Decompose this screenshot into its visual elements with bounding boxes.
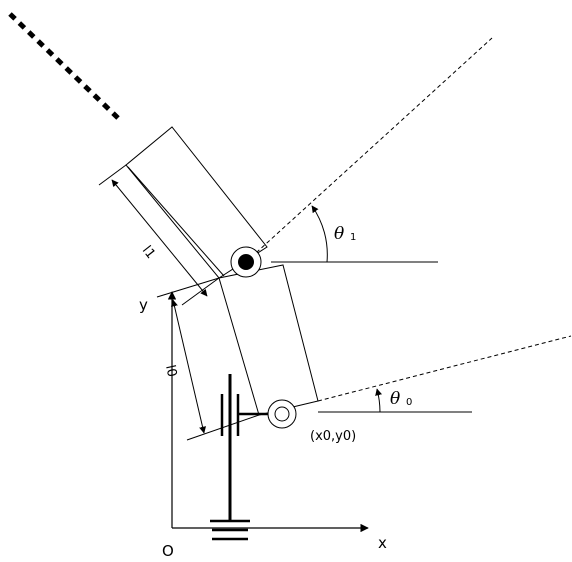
l1-label: l1 [139, 243, 158, 262]
l0-dimension [156, 277, 260, 441]
theta1-subscript: 1 [350, 232, 356, 243]
joint-0 [267, 399, 297, 429]
link-1-center-line [127, 166, 225, 277]
theta0-label: θ [390, 389, 400, 409]
theta1-label: θ [334, 224, 344, 244]
x-axis-label: x [378, 534, 387, 552]
ground-symbol [210, 519, 250, 541]
joint-1 [230, 246, 262, 278]
theta0-subscript: 0 [406, 397, 412, 408]
link1-extension-dashed [245, 37, 493, 263]
l0-label: l0 [162, 364, 179, 379]
base-point-label: (x0,y0) [310, 429, 356, 444]
theta1-arc [311, 205, 328, 263]
base-column [220, 374, 282, 521]
link-0 [218, 264, 319, 416]
origin-label: O [162, 542, 174, 560]
continuation-dashes [8, 12, 120, 120]
link0-extension-dashed [317, 335, 572, 402]
y-axis-label: y [139, 296, 148, 314]
theta0-arc [375, 388, 382, 413]
